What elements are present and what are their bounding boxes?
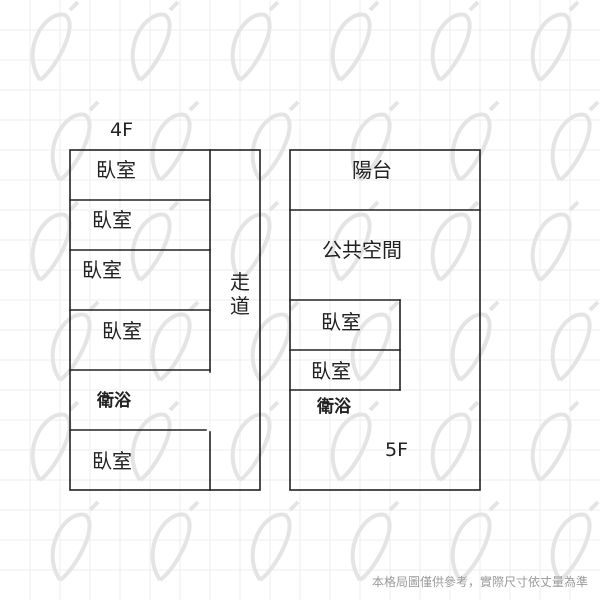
watermark-swirl: [30, 0, 80, 82]
disclaimer-text: 本格局圖僅供參考，實際尺寸依丈量為準: [371, 575, 588, 589]
watermark-swirl: [30, 200, 80, 282]
watermark-swirl: [150, 100, 200, 182]
watermark-swirl: [530, 400, 580, 482]
floor-4-label: 4F: [110, 119, 134, 141]
watermark-swirl: [450, 300, 500, 382]
floor-4-room-label: 臥室: [82, 258, 122, 282]
watermark-swirl: [330, 0, 380, 82]
watermark-swirl: [430, 0, 480, 82]
watermark-swirl: [430, 200, 480, 282]
watermark-swirl: [350, 500, 400, 582]
floor-5-room-label: 臥室: [311, 359, 351, 383]
floor-5-public-space-label: 公共空間: [322, 238, 402, 262]
watermark-swirl: [550, 100, 600, 182]
floor-4-room-label: 臥室: [102, 319, 142, 343]
floor-5-room-label: 臥室: [321, 310, 361, 334]
floor-4-outline: [69, 149, 261, 491]
floor-5-bathroom-label: 衛浴: [317, 397, 351, 417]
watermark-swirl: [130, 200, 180, 282]
floor-4-room-label: 臥室: [92, 208, 132, 232]
watermark-swirl: [50, 300, 100, 382]
watermark-swirl: [50, 100, 100, 182]
watermark-swirl: [350, 100, 400, 182]
watermark-swirl: [250, 500, 300, 582]
watermark-swirl: [330, 400, 380, 482]
watermark-swirl: [450, 500, 500, 582]
watermark-swirl: [30, 400, 80, 482]
floor-5-outline: [289, 149, 481, 491]
floor-4-room-label: 臥室: [92, 449, 132, 473]
watermark-swirl: [530, 200, 580, 282]
floor-5-label: 5F: [385, 439, 409, 461]
watermark-swirl: [550, 300, 600, 382]
watermark-swirl: [150, 500, 200, 582]
watermark-swirl: [150, 300, 200, 382]
watermark-swirl: [130, 0, 180, 82]
watermark-swirl: [430, 400, 480, 482]
floor-4-bathroom-label: 衛浴: [97, 391, 131, 411]
watermark-swirl: [230, 0, 280, 82]
watermark-swirl: [530, 0, 580, 82]
watermark-swirl: [350, 300, 400, 382]
watermark-swirl: [330, 200, 380, 282]
watermark-swirl: [550, 500, 600, 582]
floor-5-balcony-label: 陽台: [352, 158, 392, 182]
floor-4-room-label: 臥室: [96, 158, 136, 182]
watermark-swirl: [250, 100, 300, 182]
watermark-swirl: [130, 400, 180, 482]
watermark-swirl: [450, 100, 500, 182]
watermark-swirl: [250, 300, 300, 382]
watermark-swirl: [230, 400, 280, 482]
floor-4-corridor-label: 走道: [230, 270, 250, 318]
watermark-swirl: [230, 200, 280, 282]
watermark-swirl: [50, 500, 100, 582]
